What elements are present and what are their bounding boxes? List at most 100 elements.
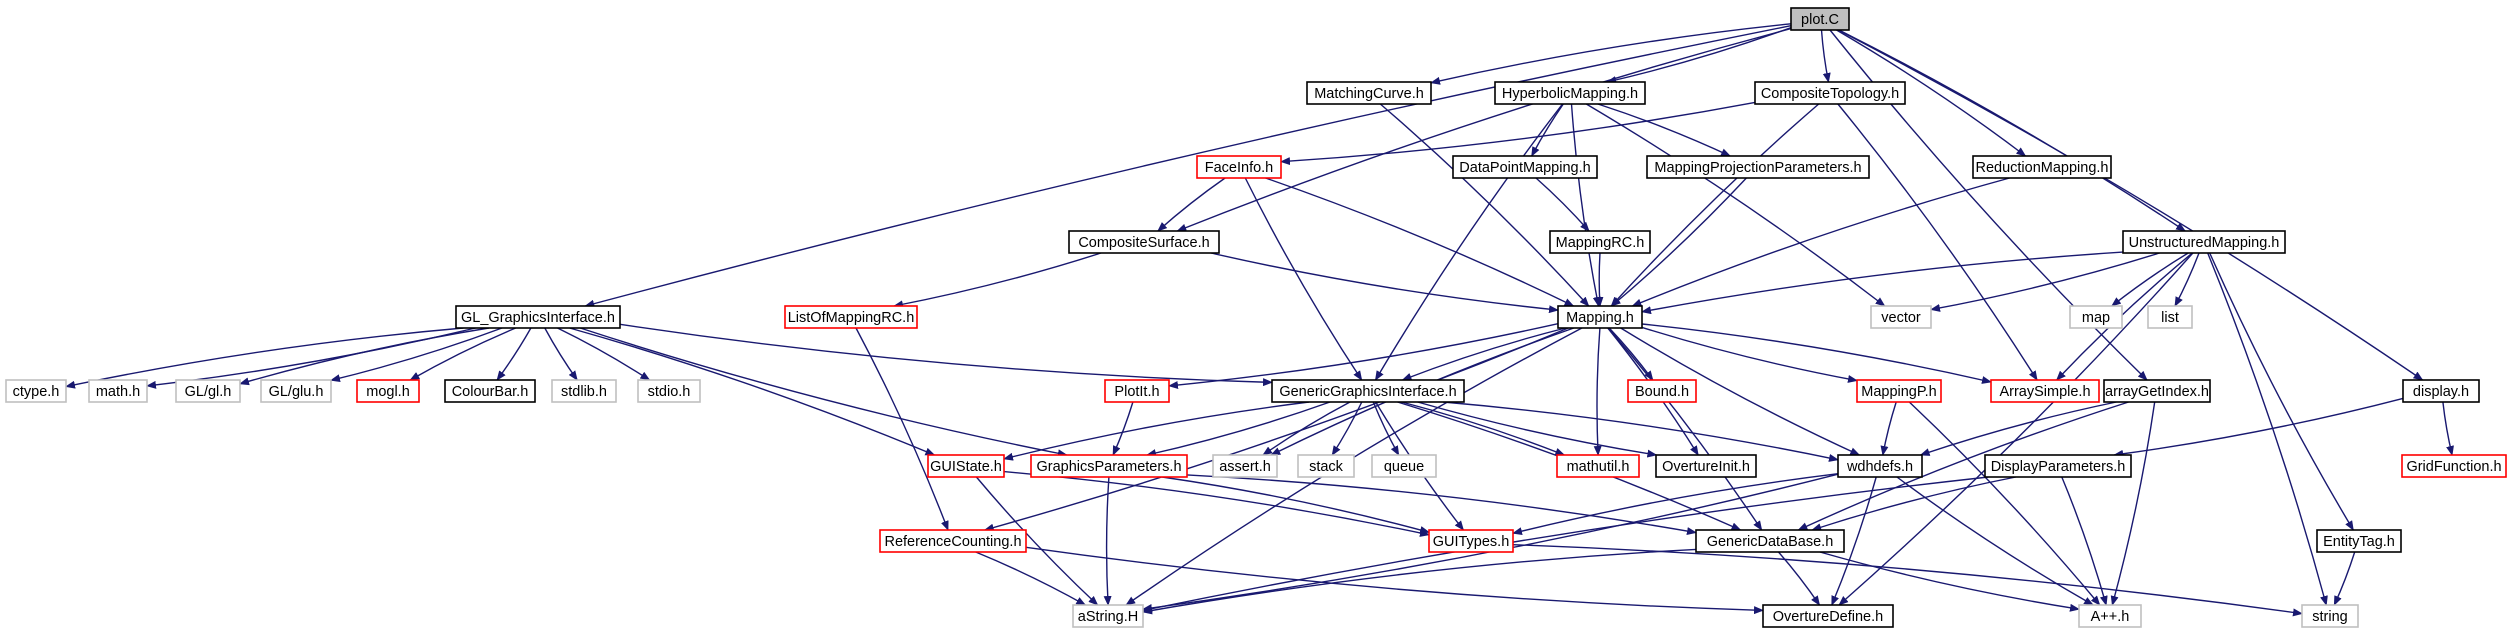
edge-wdhdefs-to-Aplusplus [1896, 476, 2094, 606]
node-display[interactable]: display.h [2402, 379, 2480, 403]
node-label: EntityTag.h [2323, 534, 2395, 550]
node-ListOfMappingRC[interactable]: ListOfMappingRC.h [784, 305, 918, 329]
edge-GenericGraphicsInterface-to-GraphicsParameters [1146, 401, 1331, 457]
node-CompositeTopology[interactable]: CompositeTopology.h [1754, 81, 1906, 105]
edge-CompositeSurface-to-ListOfMappingRC [893, 252, 1102, 309]
node-box [2103, 379, 2211, 403]
edge-DisplayParameters-to-GenericDataBase [1811, 476, 2016, 532]
node-mathutil[interactable]: mathutil.h [1556, 454, 1640, 478]
edge-arrayGetIndex-to-Aplusplus [2110, 401, 2156, 606]
node-box [1104, 379, 1170, 403]
edge-GenericGraphicsInterface-to-queue [1372, 401, 1400, 456]
node-plotC[interactable]: plot.C [1790, 7, 1850, 31]
edge-Mapping-to-ArraySimple [1641, 323, 1992, 384]
node-label: UnstructuredMapping.h [2129, 235, 2280, 251]
node-label: stdio.h [648, 384, 691, 400]
node-label: Mapping.h [1566, 310, 1634, 326]
edge-GL_GraphicsInterface-to-ColourBar [496, 327, 532, 381]
edge-HyperbolicMapping-to-GenericGraphicsInterface [1374, 103, 1564, 381]
edge-wdhdefs-to-GUITypes [1512, 473, 1839, 536]
node-box [1790, 7, 1850, 31]
node-mogl[interactable]: mogl.h [356, 379, 420, 403]
node-label: queue [1384, 459, 1424, 475]
node-ArraySimple[interactable]: ArraySimple.h [1990, 379, 2100, 403]
edge-Mapping-to-mathutil [1593, 327, 1602, 456]
edge-FaceInfo-to-GenericGraphicsInterface [1244, 177, 1363, 381]
node-ColourBar[interactable]: ColourBar.h [444, 379, 536, 403]
edge-UnstructuredMapping-to-Mapping [1641, 251, 2124, 315]
node-box [1030, 454, 1188, 478]
node-ReductionMapping[interactable]: ReductionMapping.h [1972, 155, 2112, 179]
edge-GenericGraphicsInterface-to-OvertureInit [1417, 401, 1658, 458]
node-label: GL/glu.h [269, 384, 324, 400]
node-label: aString.H [1078, 609, 1138, 625]
edge-PlotIt-to-GraphicsParameters [1112, 401, 1134, 456]
node-aString: aString.H [1072, 604, 1144, 628]
node-PlotIt[interactable]: PlotIt.h [1104, 379, 1170, 403]
node-box [637, 379, 701, 403]
edge-DataPointMapping-to-MappingRC [1535, 177, 1590, 232]
edge-GL_GraphicsInterface-to-mogl [409, 327, 516, 381]
node-box [1068, 230, 1220, 254]
edge-GUITypes-to-string [1512, 544, 2303, 617]
node-ReferenceCounting[interactable]: ReferenceCounting.h [879, 529, 1027, 553]
edge-Mapping-to-GenericGraphicsInterface [1401, 327, 1566, 381]
node-box [1627, 379, 1697, 403]
node-GraphicsParameters[interactable]: GraphicsParameters.h [1030, 454, 1188, 478]
node-label: plot.C [1801, 12, 1839, 28]
node-HyperbolicMapping[interactable]: HyperbolicMapping.h [1494, 81, 1646, 105]
node-GLgl: GL/gl.h [175, 379, 241, 403]
edge-plotC-to-CompositeSurface [1176, 27, 1792, 232]
node-OvertureDefine[interactable]: OvertureDefine.h [1762, 604, 1894, 628]
node-box [2147, 305, 2193, 329]
edge-DisplayParameters-to-aString [1142, 476, 1989, 613]
node-MappingProjectionParameters[interactable]: MappingProjectionParameters.h [1646, 155, 1870, 179]
node-FaceInfo[interactable]: FaceInfo.h [1196, 155, 1282, 179]
node-box [1990, 379, 2100, 403]
node-label: OvertureDefine.h [1773, 609, 1883, 625]
edge-GenericGraphicsInterface-to-mathutil [1401, 401, 1566, 456]
edge-CompositeSurface-to-Mapping [1210, 252, 1559, 314]
node-box [2316, 529, 2402, 553]
node-label: DataPointMapping.h [1459, 160, 1590, 176]
node-OvertureInit[interactable]: OvertureInit.h [1655, 454, 1757, 478]
edge-GraphicsParameters-to-aString [1103, 476, 1112, 606]
node-Mapping[interactable]: Mapping.h [1557, 305, 1643, 329]
node-box [1271, 379, 1465, 403]
node-box [1306, 81, 1432, 105]
node-label: arrayGetIndex.h [2105, 384, 2209, 400]
node-CompositeSurface[interactable]: CompositeSurface.h [1068, 230, 1220, 254]
node-GenericDataBase[interactable]: GenericDataBase.h [1695, 529, 1845, 553]
node-GUIState[interactable]: GUIState.h [927, 454, 1005, 478]
edge-plotC-to-display [1838, 29, 2424, 381]
edge-GraphicsParameters-to-GenericDataBase [1186, 474, 1697, 535]
node-box [1549, 230, 1651, 254]
edge-GL_GraphicsInterface-to-GUIState [569, 327, 936, 456]
node-MappingRC[interactable]: MappingRC.h [1549, 230, 1651, 254]
edge-CompositeTopology-to-Mapping [1610, 103, 1820, 307]
node-EntityTag[interactable]: EntityTag.h [2316, 529, 2402, 553]
node-MappingP[interactable]: MappingP.h [1856, 379, 1942, 403]
node-box [1196, 155, 1282, 179]
node-MatchingCurve[interactable]: MatchingCurve.h [1306, 81, 1432, 105]
edge-GenericGraphicsInterface-to-GUIState [1003, 401, 1310, 461]
node-Bound[interactable]: Bound.h [1627, 379, 1697, 403]
node-DisplayParameters[interactable]: DisplayParameters.h [1984, 454, 2132, 478]
edge-FaceInfo-to-CompositeSurface [1157, 177, 1226, 232]
node-GUITypes[interactable]: GUITypes.h [1428, 529, 1514, 553]
node-box [2122, 230, 2286, 254]
edge-ReductionMapping-to-Mapping [1631, 177, 2010, 307]
node-DataPointMapping[interactable]: DataPointMapping.h [1452, 155, 1598, 179]
edge-display-to-DisplayParameters [2113, 397, 2404, 458]
node-stack: stack [1297, 454, 1355, 478]
edge-HyperbolicMapping-to-MappingProjectionParameters [1597, 103, 1732, 157]
node-GenericGraphicsInterface[interactable]: GenericGraphicsInterface.h [1271, 379, 1465, 403]
edge-Mapping-to-Bound [1608, 327, 1654, 381]
node-assert: assert.h [1212, 454, 1278, 478]
node-UnstructuredMapping[interactable]: UnstructuredMapping.h [2122, 230, 2286, 254]
node-GridFunction[interactable]: GridFunction.h [2401, 454, 2507, 478]
node-GL_GraphicsInterface[interactable]: GL_GraphicsInterface.h [455, 305, 621, 329]
node-wdhdefs[interactable]: wdhdefs.h [1837, 454, 1923, 478]
edge-plotC-to-UnstructuredMapping [1838, 29, 2186, 232]
node-arrayGetIndex[interactable]: arrayGetIndex.h [2103, 379, 2211, 403]
